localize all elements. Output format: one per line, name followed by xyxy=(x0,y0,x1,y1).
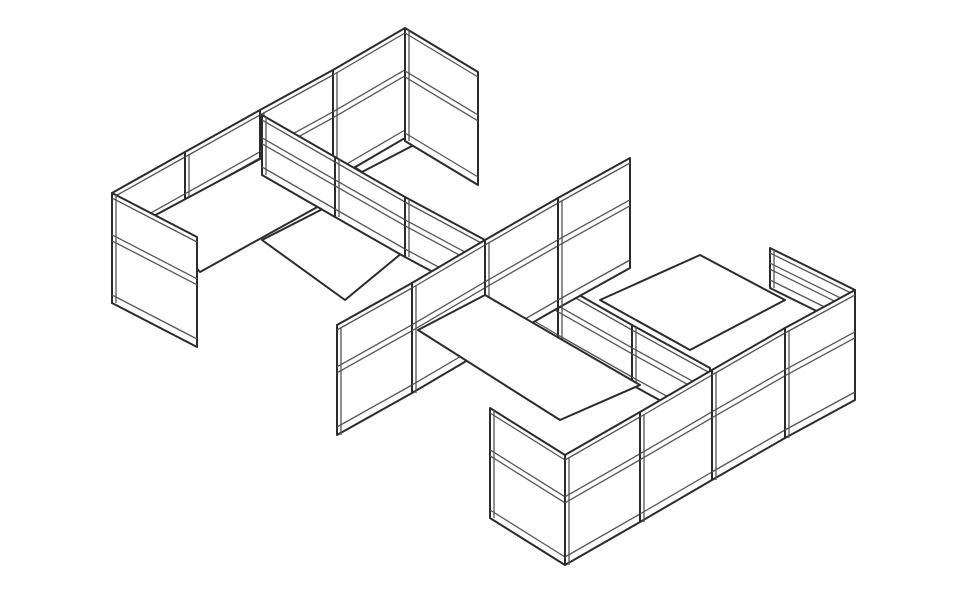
panel-line xyxy=(261,143,336,187)
cubicle-panel xyxy=(111,192,198,348)
panel-line xyxy=(336,384,413,428)
panel-line xyxy=(564,459,641,504)
panel-line xyxy=(564,416,641,461)
cubicle-panel xyxy=(332,27,406,181)
panel-line xyxy=(334,179,406,221)
desk-surface xyxy=(417,294,641,421)
panel-line xyxy=(784,391,856,431)
cubicle-panel xyxy=(557,282,633,386)
cubicle-panel xyxy=(336,282,413,436)
panel-line xyxy=(334,208,406,250)
panel-line xyxy=(332,27,406,181)
panel-line xyxy=(111,240,198,286)
panel-line xyxy=(184,151,261,195)
panel-line xyxy=(564,453,641,498)
panel-line xyxy=(261,137,336,181)
cubicle-panel xyxy=(639,369,713,523)
panel-line xyxy=(557,259,631,301)
cubicle-panel xyxy=(564,411,641,566)
panel-line xyxy=(404,27,479,186)
panel-line xyxy=(111,156,186,199)
cubicle-panel xyxy=(711,327,786,481)
panel-line xyxy=(784,331,856,371)
panel-line xyxy=(411,281,486,326)
panel-line xyxy=(404,132,479,178)
panel-line xyxy=(489,412,566,461)
panel-line xyxy=(484,245,559,289)
panel-line xyxy=(411,244,486,289)
panel-line xyxy=(404,32,479,78)
panel-line xyxy=(336,282,413,436)
panel-line xyxy=(639,411,713,455)
panel-line xyxy=(489,455,566,504)
panel-line xyxy=(259,74,334,116)
panel-line xyxy=(336,330,413,374)
panel-line xyxy=(564,513,641,558)
panel-line xyxy=(711,327,786,481)
panel-line xyxy=(334,185,406,227)
panel-line xyxy=(564,411,641,566)
panel-line xyxy=(489,509,566,558)
cubicle-panel xyxy=(557,157,631,309)
panel-line xyxy=(404,201,486,246)
panel-line xyxy=(711,369,786,413)
panel-line xyxy=(784,337,856,377)
panel-line xyxy=(557,199,631,241)
panel-line xyxy=(334,161,406,203)
panel-line xyxy=(631,329,711,374)
cubicle-panel xyxy=(261,114,336,218)
panel-line xyxy=(111,234,198,280)
panel-line xyxy=(111,197,198,243)
panel-line xyxy=(557,311,633,355)
panel-line xyxy=(557,157,631,309)
panel-line xyxy=(557,305,633,349)
panel-line xyxy=(336,287,413,331)
panel-line xyxy=(557,205,631,247)
panel-line xyxy=(332,75,406,119)
panel-line xyxy=(332,69,406,113)
panel-line xyxy=(111,294,198,340)
panel-line xyxy=(769,252,856,296)
panel-line xyxy=(261,119,336,163)
panel-line xyxy=(489,449,566,498)
panel-line xyxy=(711,429,786,473)
panel-line xyxy=(639,471,713,515)
panel-line xyxy=(411,287,486,332)
panel-line xyxy=(711,332,786,376)
panel-line xyxy=(557,162,631,204)
panel-line xyxy=(639,417,713,461)
cubicle-panel xyxy=(404,27,479,186)
cubicle-panel xyxy=(489,407,566,566)
cubicle-panel xyxy=(784,289,856,439)
panel-line xyxy=(336,324,413,368)
panel-line xyxy=(557,334,633,378)
panel-line xyxy=(404,76,479,122)
panel-line xyxy=(484,202,559,246)
panel-line xyxy=(332,32,406,76)
panel-line xyxy=(489,407,566,566)
panel-line xyxy=(261,166,336,210)
panel-line xyxy=(184,114,261,158)
panel-line xyxy=(484,239,559,283)
panel-line xyxy=(639,374,713,418)
panel-line xyxy=(404,70,479,116)
panel-line xyxy=(784,294,856,334)
panel-line xyxy=(711,375,786,419)
desk-surface xyxy=(599,254,786,351)
